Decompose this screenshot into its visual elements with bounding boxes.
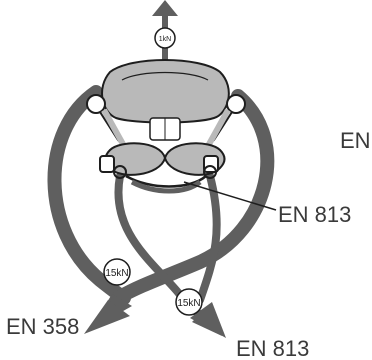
right-force-badge: 15kN (175, 288, 203, 316)
label-en-fragment: EN (340, 128, 371, 153)
label-en-358: EN 358 (6, 314, 79, 339)
left-force-badge: 15kN (103, 258, 131, 286)
harness-body (86, 59, 246, 194)
middle-leader-line (183, 181, 277, 211)
svg-text:15kN: 15kN (177, 298, 200, 309)
top-force-badge: 1kN (154, 27, 176, 49)
right-rope-arrow (114, 172, 226, 338)
svg-text:1kN: 1kN (159, 36, 171, 43)
left-loop-arrow (47, 85, 275, 334)
label-en-813-bottom: EN 813 (236, 336, 309, 360)
svg-text:15kN: 15kN (105, 268, 128, 279)
label-en-813-middle: EN 813 (278, 202, 351, 227)
